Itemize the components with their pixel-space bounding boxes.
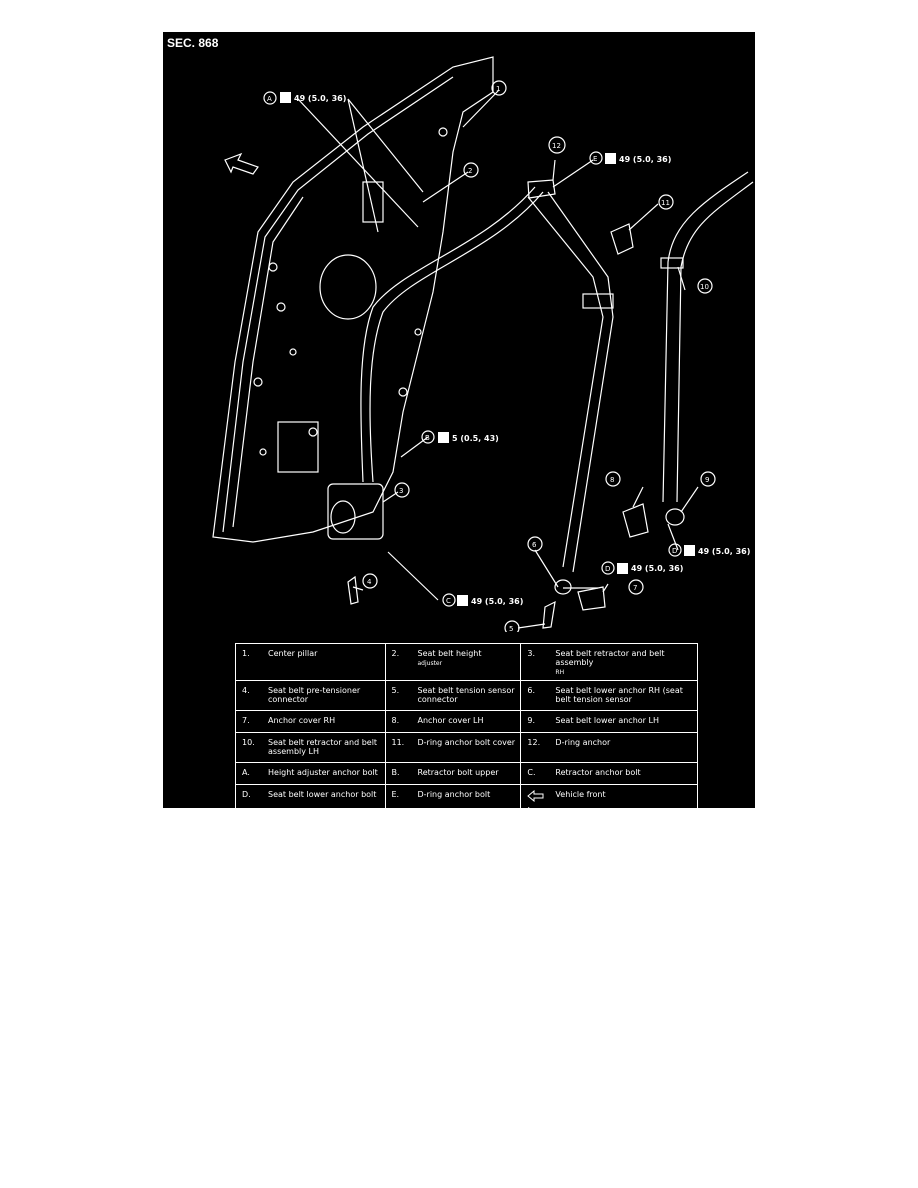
callout-3: 3 — [399, 487, 403, 495]
legend-num: 2. — [384, 643, 412, 681]
torque-icon — [617, 563, 628, 574]
torque-icon — [280, 92, 291, 103]
legend-num: 11. — [384, 732, 412, 763]
legend-num: 5. — [384, 680, 412, 711]
callout-11: 11 — [661, 199, 670, 207]
legend-text: Height adjuster anchor bolt — [262, 762, 386, 785]
legend-text: Seat belt retractor and belt assembly LH — [262, 732, 386, 763]
legend-num: 10. — [235, 732, 262, 763]
callout-5: 5 — [509, 625, 513, 632]
legend-text: Anchor cover LH — [411, 710, 522, 733]
section-label: SEC. 868 — [167, 36, 219, 50]
callout-4: 4 — [367, 578, 372, 586]
callout-12: 12 — [552, 142, 561, 150]
legend-text: D-ring anchor bolt — [411, 784, 522, 817]
torque-spec-C: 49 (5.0, 36) — [471, 597, 523, 606]
legend-text: Seat belt pre-tensioner connector — [262, 680, 386, 711]
legend-num: 6. — [520, 680, 550, 711]
callout-7: 7 — [633, 584, 637, 592]
torque-spec-B: 5 (0.5, 43) — [452, 434, 499, 443]
retractor-rh — [327, 483, 384, 540]
diagram-panel: 1 2 3 4 5 6 7 8 9 10 11 12 A B C D E D 4… — [163, 32, 755, 817]
belt-rh-upper — [369, 191, 544, 483]
legend-num: 12. — [520, 732, 550, 763]
callout-6: 6 — [532, 541, 537, 549]
center-pillar — [212, 56, 494, 543]
belt-lh — [662, 171, 749, 503]
legend-text: Center pillar — [262, 643, 386, 681]
callout-C: C — [446, 597, 451, 605]
legend-num: 9. — [520, 710, 550, 733]
d-ring-anchor — [527, 179, 556, 199]
legend-num: 7. — [235, 710, 262, 733]
legend-num: 1. — [235, 643, 262, 681]
torque-icon — [605, 153, 616, 164]
arrow-left-icon — [527, 789, 544, 803]
legend-text: D-ring anchor bolt cover — [411, 732, 522, 763]
legend-text: D-ring anchor — [549, 732, 699, 763]
legend-row: 7. Anchor cover RH 8. Anchor cover LH 9.… — [235, 710, 699, 733]
callout-8: 8 — [610, 476, 614, 484]
belt-rh-lower — [527, 196, 604, 568]
legend-text: Seat belt lower anchor RH (seat belt ten… — [549, 680, 699, 711]
callout-E: E — [593, 155, 597, 163]
vehicle-front-arrow — [224, 152, 259, 175]
legend-num: 8. — [384, 710, 412, 733]
callout-9: 9 — [705, 476, 709, 484]
torque-icon — [457, 595, 468, 606]
legend-text: Vehicle front — [549, 784, 699, 817]
legend-num: 4. — [235, 680, 262, 711]
legend-num: D. — [235, 784, 262, 817]
torque-icon — [684, 545, 695, 556]
callout-D-second: D — [605, 565, 610, 573]
legend-row: 10. Seat belt retractor and belt assembl… — [235, 732, 699, 763]
legend-text: Anchor cover RH — [262, 710, 386, 733]
torque-spec-A: 49 (5.0, 36) — [294, 94, 346, 103]
legend-text: Seat belt tension sensor connector — [411, 680, 522, 711]
legend-row: D. Seat belt lower anchor bolt E. D-ring… — [235, 784, 699, 817]
torque-spec-E: 49 (5.0, 36) — [619, 155, 671, 164]
legend-num: C. — [520, 762, 550, 785]
legend-row: A. Height adjuster anchor bolt B. Retrac… — [235, 762, 699, 785]
legend-num: B. — [384, 762, 412, 785]
callout-A: A — [267, 95, 272, 103]
seat-belt-diagram: 1 2 3 4 5 6 7 8 9 10 11 12 A B C D E D 4… — [212, 56, 754, 632]
legend-num: E. — [384, 784, 412, 817]
callout-D: D — [672, 547, 677, 555]
callout-2: 2 — [468, 167, 472, 175]
anchor-cover-rh — [577, 586, 606, 611]
legend-num: 3. — [520, 643, 550, 681]
legend-row: 4. Seat belt pre-tensioner connector 5. … — [235, 680, 699, 711]
torque-spec-D: 49 (5.0, 36) — [698, 547, 750, 556]
legend-text: Retractor bolt upper — [411, 762, 522, 785]
legend-num: A. — [235, 762, 262, 785]
callout-1: 1 — [496, 85, 500, 93]
anchor-rh — [554, 579, 572, 595]
torque-icon — [438, 432, 449, 443]
anchor-lh — [665, 508, 685, 526]
legend-text: Seat belt lower anchor LH — [549, 710, 699, 733]
d-ring-cover — [610, 223, 634, 255]
legend-text: Seat belt lower anchor bolt — [262, 784, 386, 817]
callout-B: B — [425, 434, 430, 442]
vehicle-front-legend-icon: : — [520, 784, 550, 817]
torque-spec-D-second: 49 (5.0, 36) — [631, 564, 683, 573]
legend-text: Retractor anchor bolt — [549, 762, 699, 785]
anchor-cover-lh — [622, 503, 649, 538]
callout-10: 10 — [700, 283, 709, 291]
